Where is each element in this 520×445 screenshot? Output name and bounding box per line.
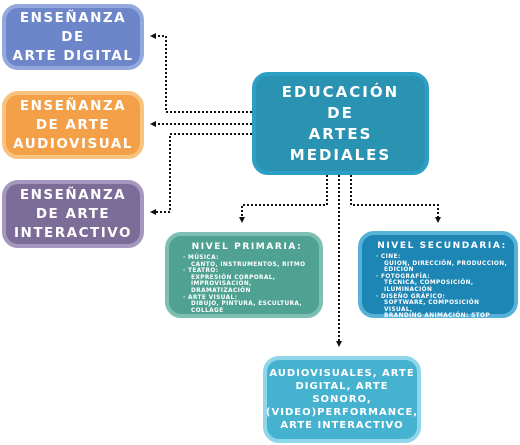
box-line: DE ARTE [35, 205, 111, 222]
connector-to-secundaria [350, 175, 441, 223]
central-line: ARTES MEDIALES [289, 124, 392, 164]
level-title: NIVEL SECUNDARIA: [377, 241, 507, 251]
list-item: · MÚSICA: CANTO, INSTRUMENTOS, RITMO [183, 255, 311, 268]
bottom-line: AUDIOVISUALES, ARTE [269, 368, 415, 379]
item-detail: EDICIÓN [384, 267, 414, 274]
item-detail: DIBUJO ANIMADO, ANIMACIÓN 2D / 3D [384, 326, 505, 340]
bottom-line: DIGITAL, ARTE [295, 381, 389, 392]
item-label: · ARTE VISUAL: [183, 294, 238, 301]
list-item: · DISEÑO GRÁFICO: SOFTWARE, COMPOSICIÓN … [376, 294, 508, 340]
item-detail: DIBUJO, PINTURA, ESCULTURA, [191, 301, 303, 308]
item-detail: BRANDING ANIMACIÓN: STOP MOTION, [384, 313, 490, 326]
box-ensenanza-arte-digital: ENSEÑANZA DE ARTE DIGITAL [2, 4, 144, 70]
box-line: ENSEÑANZA [19, 186, 127, 203]
level-title: NIVEL PRIMARIA: [191, 242, 303, 252]
box-line: AUDIOVISUAL [13, 135, 133, 152]
bottom-line: ARTE INTERACTIVO [280, 420, 404, 431]
item-label: · TEATRO: [183, 268, 219, 275]
item-detail: COLLAGE [191, 307, 224, 314]
bottom-line: SONORO, [312, 394, 372, 405]
item-detail: EXPRESIÓN CORPORAL, [191, 274, 276, 281]
box-artes-mediales-list: AUDIOVISUALES, ARTE DIGITAL, ARTE SONORO… [263, 356, 421, 443]
item-detail: CANTO, INSTRUMENTOS, RITMO [191, 261, 306, 268]
item-label: · DISEÑO GRÁFICO: [376, 293, 446, 300]
item-detail: GUION, DIRECCIÓN, PRODUCCION, [384, 260, 508, 267]
bottom-line: (VIDEO)PERFORMANCE, [265, 407, 419, 418]
item-detail: TÉCNICA, COMPOSICIÓN, ILUMINACIÓN [384, 280, 474, 293]
item-label: · FOTOGRAFÍA: [376, 273, 430, 280]
box-nivel-secundaria: NIVEL SECUNDARIA: · CINE: GUION, DIRECCI… [358, 231, 518, 339]
box-line: INTERACTIVO [14, 224, 132, 241]
list-item: · FOTOGRAFÍA: TÉCNICA, COMPOSICIÓN, ILUM… [376, 274, 508, 294]
list-item: · TEATRO: EXPRESIÓN CORPORAL, IMPROVISAC… [183, 268, 311, 294]
box-line: DE ARTE [35, 116, 111, 133]
box-line: ENSEÑANZA DE [19, 9, 127, 45]
connector-to-digital [150, 33, 252, 113]
box-nivel-primaria: NIVEL PRIMARIA: · MÚSICA: CANTO, INSTRUM… [165, 232, 323, 318]
central-line: DE [327, 103, 354, 122]
box-line: ARTE DIGITAL [12, 47, 134, 64]
item-detail: SOFTWARE, COMPOSICIÓN VISUAL, [384, 300, 480, 313]
level-list: · CINE: GUION, DIRECCIÓN, PRODUCCION, ED… [376, 254, 508, 340]
connector-to-primaria [239, 175, 328, 223]
box-ensenanza-arte-audiovisual: ENSEÑANZA DE ARTE AUDIOVISUAL [2, 91, 144, 159]
box-ensenanza-arte-interactivo: ENSEÑANZA DE ARTE INTERACTIVO [2, 180, 144, 248]
central-line: EDUCACIÓN [281, 82, 400, 101]
level-list: · MÚSICA: CANTO, INSTRUMENTOS, RITMO · T… [183, 255, 311, 314]
item-label: · CINE: [376, 254, 401, 260]
list-item: · ARTE VISUAL: DIBUJO, PINTURA, ESCULTUR… [183, 295, 311, 315]
item-detail: IMPROVISACIÓN, DRAMATIZACIÓN [191, 281, 252, 294]
list-item: · CINE: GUION, DIRECCIÓN, PRODUCCION, ED… [376, 254, 508, 274]
box-educacion-artes-mediales: EDUCACIÓN DE ARTES MEDIALES [252, 72, 429, 175]
connector-to-interactivo [150, 133, 252, 215]
box-line: ENSEÑANZA [19, 97, 127, 114]
item-label: · MÚSICA: [183, 255, 219, 261]
